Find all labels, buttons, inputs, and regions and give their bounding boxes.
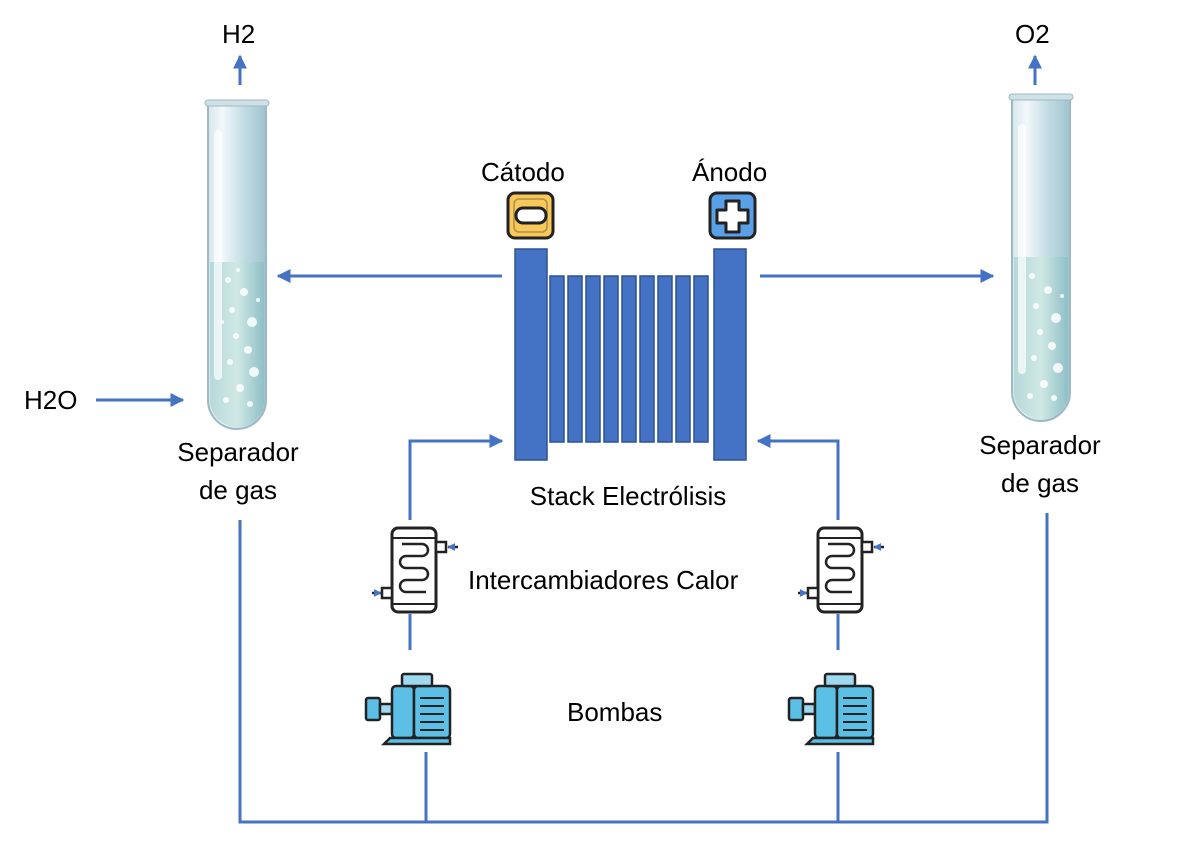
heat-exchanger-icon (798, 526, 884, 614)
separator-right-label-line2: de gas (1000, 468, 1080, 498)
pumps-label: Bombas (567, 697, 663, 727)
separator-left-test-tube-icon (204, 99, 270, 430)
separator-left-label-line2: de gas (198, 475, 278, 505)
right-return-line (756, 434, 840, 520)
stack-label: Stack Electrólisis (529, 481, 727, 511)
stack-cell (567, 275, 583, 443)
stack-cell (657, 275, 673, 443)
pump-icon (364, 672, 452, 746)
h2-label: H2 (222, 19, 256, 49)
pump-icon (787, 672, 875, 746)
stack-cell (693, 275, 709, 443)
bottom-manifold-line (238, 513, 1049, 824)
stack-cell (639, 275, 655, 443)
separator-right-label-line1: Separador (979, 430, 1101, 460)
stack-cell (675, 275, 691, 443)
cathode-label: Cátodo (481, 157, 565, 187)
separator-left-label-line1: Separador (177, 437, 299, 467)
minus-icon (506, 191, 555, 240)
anode-label: Ánodo (692, 157, 768, 187)
plus-icon (708, 191, 757, 240)
separator-right-test-tube-icon (1008, 93, 1074, 422)
o2-label: O2 (1015, 19, 1050, 49)
h2o-label: H2O (24, 385, 78, 415)
flow-lines (96, 54, 1049, 824)
cathode-end-plate (514, 248, 548, 461)
stack-cell (621, 275, 637, 443)
stack-cell (549, 275, 565, 443)
heat-exchangers-label: Intercambiadores Calor (468, 565, 739, 595)
stack-cell (603, 275, 619, 443)
electrolysis-stack (514, 248, 747, 461)
stack-cell (585, 275, 601, 443)
heat-exchanger-icon (372, 526, 458, 614)
anode-end-plate (713, 248, 747, 461)
left-return-line (408, 434, 504, 520)
